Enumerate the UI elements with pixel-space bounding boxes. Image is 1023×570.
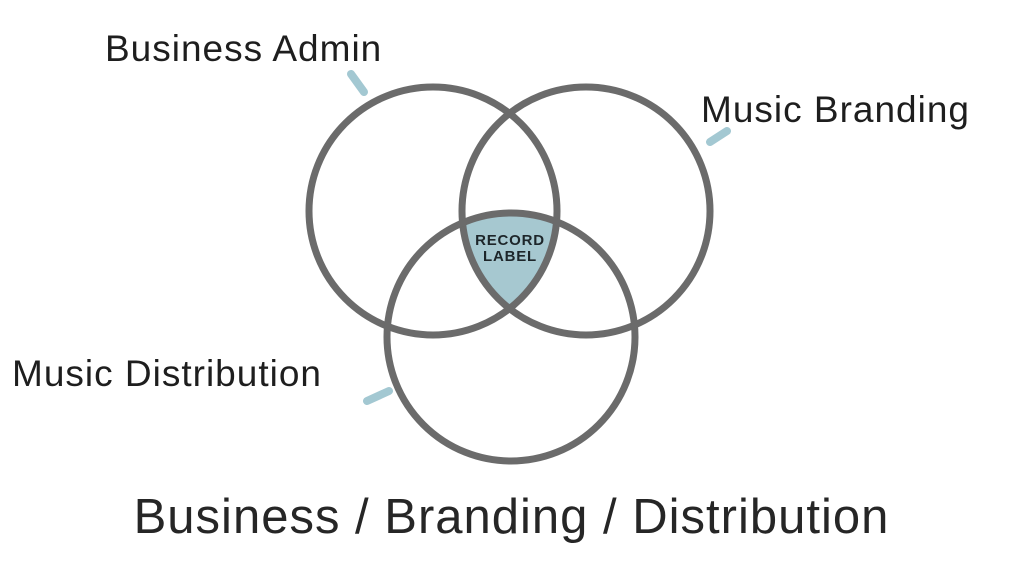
intersection-label-line2: LABEL xyxy=(483,247,537,265)
circle-music-branding xyxy=(458,83,714,339)
tick-business-admin xyxy=(347,70,368,96)
tick-music-branding xyxy=(706,127,731,146)
tick-music-distribution xyxy=(363,387,393,405)
circle-business-admin xyxy=(305,83,561,339)
intersection-label-line1: RECORD xyxy=(475,232,545,249)
set-label-music-distribution: Music Distribution xyxy=(12,353,322,394)
set-label-business-admin: Business Admin xyxy=(105,28,383,69)
set-label-music-branding: Music Branding xyxy=(701,89,971,130)
circle-music-distribution xyxy=(383,209,639,465)
intersection-label: RECORD LABEL xyxy=(430,233,590,264)
diagram-title: Business / Branding / Distribution xyxy=(133,490,890,544)
